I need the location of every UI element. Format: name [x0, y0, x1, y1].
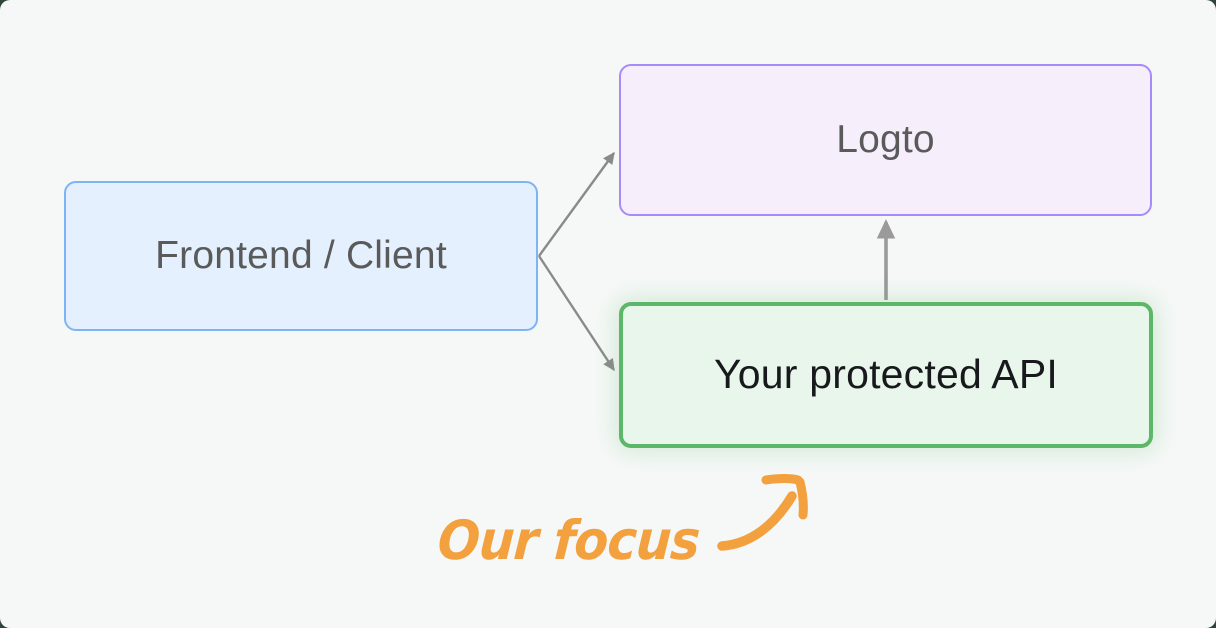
curved-arrow-up-right-icon — [717, 474, 808, 551]
node-your-protected-api[interactable]: Your protected API — [619, 302, 1153, 448]
annotation-our-focus-label: Our focus — [435, 508, 702, 572]
node-frontend-client-label: Frontend / Client — [155, 233, 447, 277]
annotation-our-focus: Our focus — [435, 498, 728, 582]
node-logto[interactable]: Logto — [619, 64, 1152, 216]
node-logto-label: Logto — [836, 117, 935, 161]
node-your-protected-api-label: Your protected API — [714, 351, 1058, 398]
node-frontend-client[interactable]: Frontend / Client — [64, 181, 538, 331]
edge-frontend-to-logto — [538, 151, 615, 257]
edge-frontend-to-api — [537, 255, 616, 372]
